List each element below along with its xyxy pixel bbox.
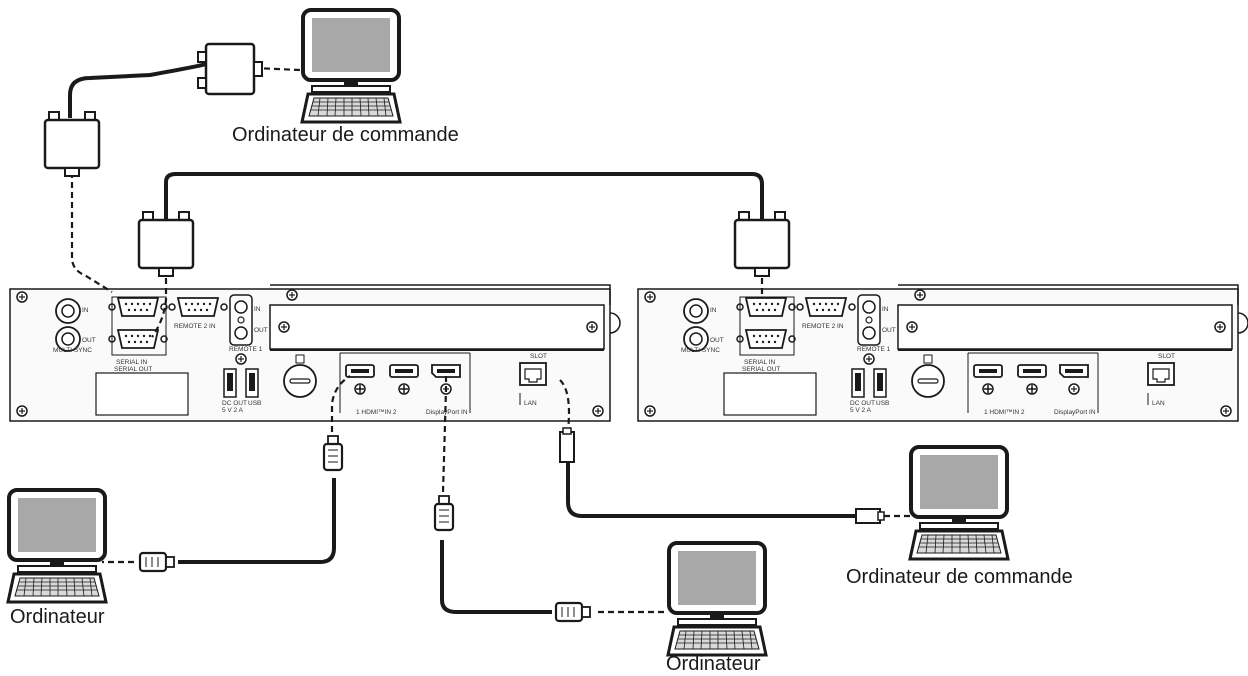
control-computer-right bbox=[908, 445, 1010, 561]
hdmi-dashed-1 bbox=[330, 375, 351, 432]
lan-plug-computer bbox=[855, 508, 885, 524]
panel-label-remote-out: OUT bbox=[254, 327, 268, 334]
hdmi-cable-1 bbox=[178, 478, 336, 564]
serial-adapter-top bbox=[197, 42, 263, 96]
serial-dashed-down bbox=[70, 172, 113, 293]
computer-left bbox=[6, 488, 108, 604]
panel-label-remote2: REMOTE 2 IN bbox=[174, 323, 216, 330]
daisy-chain-cable bbox=[164, 172, 764, 220]
dp-cable bbox=[440, 540, 552, 614]
computer-bottom bbox=[666, 541, 768, 657]
panel-label-in: IN bbox=[82, 307, 89, 314]
serial-out-dashed bbox=[151, 268, 168, 338]
dp-plug bbox=[433, 494, 455, 532]
panel-label-displayport: DisplayPort IN bbox=[426, 409, 468, 416]
serial-adapter-left bbox=[43, 110, 101, 178]
lan-plug-projector bbox=[559, 427, 575, 463]
panel-label-remote1: REMOTE 1 bbox=[857, 346, 891, 353]
panel-label-serial-out: SERIAL OUT bbox=[114, 366, 152, 373]
panel-label-hdmi: 1 HDMI™IN 2 bbox=[984, 409, 1025, 416]
serial-plug-right-projector bbox=[733, 210, 791, 278]
panel-label-remote-in: IN bbox=[254, 306, 261, 313]
caption-computer-bottom: Ordinateur bbox=[666, 653, 761, 675]
panel-label-serial-out: SERIAL OUT bbox=[742, 366, 780, 373]
panel-label-multi-sync: MULTI SYNC bbox=[681, 347, 720, 354]
lan-cable bbox=[566, 462, 856, 518]
panel-label-in: IN bbox=[710, 307, 717, 314]
panel-label-usb: USB bbox=[876, 400, 889, 407]
panel-label-serial-in: SERIAL IN bbox=[116, 359, 147, 366]
dp-dashed bbox=[441, 376, 448, 493]
panel-label-displayport: DisplayPort IN bbox=[1054, 409, 1096, 416]
panel-label-remote-out: OUT bbox=[882, 327, 896, 334]
panel-label-out: OUT bbox=[710, 337, 724, 344]
control-computer-top bbox=[300, 8, 402, 124]
panel-label-usb: USB bbox=[248, 400, 261, 407]
caption-control-computer-top: Ordinateur de commande bbox=[232, 124, 459, 146]
panel-label-remote2: REMOTE 2 IN bbox=[802, 323, 844, 330]
caption-computer-left: Ordinateur bbox=[10, 606, 105, 628]
panel-label-dc-rating: 5 V 2 A bbox=[850, 407, 872, 414]
panel-label-multi-sync: MULTI SYNC bbox=[53, 347, 92, 354]
serial-cable-top bbox=[68, 62, 207, 118]
panel-label-remote-in: IN bbox=[882, 306, 889, 313]
panel-label-remote1: REMOTE 1 bbox=[229, 346, 263, 353]
serial-dashed-top bbox=[253, 66, 301, 72]
panel-label-lan: LAN bbox=[1152, 400, 1165, 407]
panel-label-dc-rating: 5 V 2 A bbox=[222, 407, 244, 414]
caption-control-computer-right: Ordinateur de commande bbox=[846, 566, 1073, 588]
panel-label-lan: LAN bbox=[524, 400, 537, 407]
panel-label-slot: SLOT bbox=[530, 353, 547, 360]
panel-label-out: OUT bbox=[82, 337, 96, 344]
hdmi-plug-1b bbox=[138, 551, 176, 573]
panel-label-dc-out: DC OUT bbox=[850, 400, 875, 407]
serial-plug-left-projector bbox=[137, 210, 195, 278]
panel-label-serial-in: SERIAL IN bbox=[744, 359, 775, 366]
hdmi-plug-1 bbox=[322, 434, 344, 472]
panel-label-slot: SLOT bbox=[1158, 353, 1175, 360]
panel-label-hdmi: 1 HDMI™IN 2 bbox=[356, 409, 397, 416]
dp-plug-b bbox=[554, 601, 592, 623]
lan-dashed bbox=[559, 379, 571, 431]
panel-label-dc-out: DC OUT bbox=[222, 400, 247, 407]
